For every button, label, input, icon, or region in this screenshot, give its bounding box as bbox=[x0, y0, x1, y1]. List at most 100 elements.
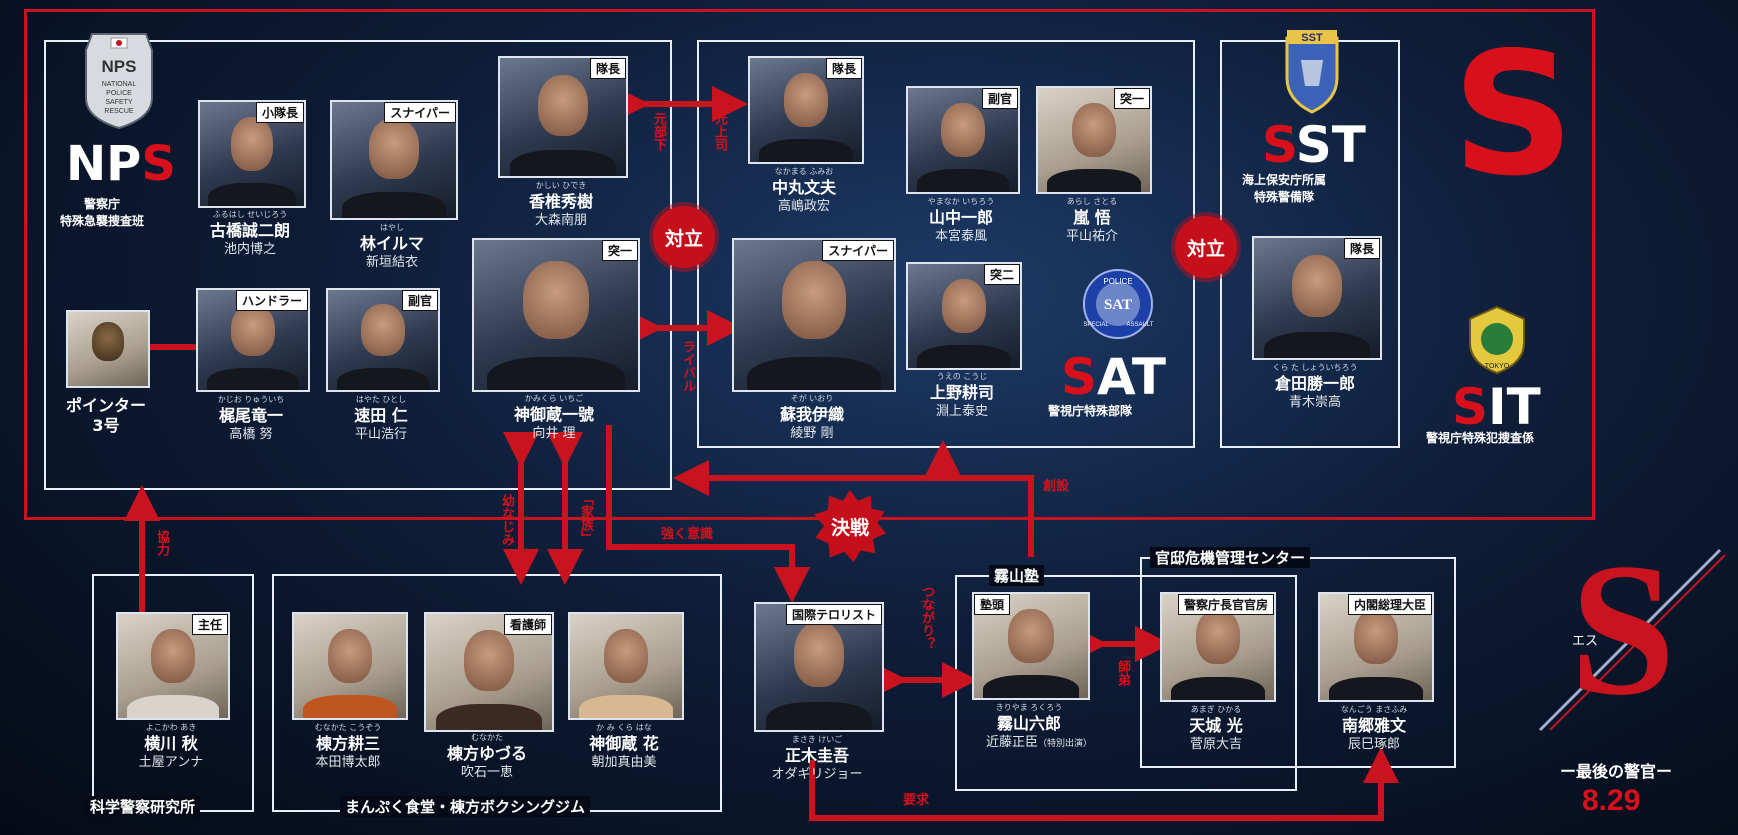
tag-kamikura: 突一 bbox=[601, 240, 638, 261]
svg-text:POLICE: POLICE bbox=[1103, 277, 1132, 286]
actor-nakamaru: 高嶋政宏 bbox=[777, 199, 831, 214]
release-date: 8.29 bbox=[1582, 784, 1641, 817]
portrait-hayata: 副官 bbox=[326, 288, 440, 392]
ruby-arashi: あらし さとる bbox=[1066, 197, 1118, 206]
ruby-kurata: くら た しょういちろう bbox=[1272, 363, 1358, 372]
name-yokokawa: 横川 秋 bbox=[144, 734, 198, 753]
sst-desc-1: 海上保安庁所属 bbox=[1242, 173, 1327, 187]
tairitsu-badge-sat-sst: 対立 bbox=[1175, 216, 1237, 278]
svg-text:SST: SST bbox=[1301, 32, 1323, 44]
sst-emblem: SST bbox=[1283, 28, 1341, 118]
name-nango: 南郷雅文 bbox=[1341, 716, 1407, 735]
nps-desc-1: 警察庁 bbox=[84, 197, 121, 211]
svg-text:SAT: SAT bbox=[1104, 297, 1132, 313]
tag-amagi: 警察庁長官官房 bbox=[1177, 594, 1274, 615]
portrait-kamikura-hana bbox=[568, 612, 684, 720]
name-arashi: 嵐 悟 bbox=[1073, 208, 1111, 227]
actor-kamikura: 向井 理 bbox=[532, 426, 576, 441]
portrait-masaki: 国際テロリスト bbox=[754, 602, 884, 732]
name-munakata-kozo: 棟方耕三 bbox=[315, 734, 381, 753]
tag-yamanaka: 副官 bbox=[981, 88, 1018, 109]
actor-amagi: 菅原大吉 bbox=[1189, 737, 1243, 752]
portrait-munakata-kozo bbox=[292, 612, 408, 720]
portrait-kajio: ハンドラー bbox=[196, 288, 310, 392]
portrait-soga: スナイパー bbox=[732, 238, 896, 392]
arrow-tsuyoku-ishiki bbox=[606, 425, 810, 603]
tag-kajio: ハンドラー bbox=[235, 290, 308, 311]
portrait-ueno: 突二 bbox=[906, 262, 1022, 370]
ruby-kamikura-hana: か み くら はな bbox=[596, 723, 652, 732]
portrait-yokokawa: 主任 bbox=[116, 612, 230, 720]
actor-kiriyama: 近藤正臣（特別出演） bbox=[986, 731, 1092, 750]
ruby-munakata-kozo: むなかた こうぞう bbox=[314, 723, 382, 732]
tag-furuhashi: 小隊長 bbox=[255, 102, 304, 123]
name-furuhashi: 古橋誠二朗 bbox=[209, 221, 291, 240]
actor-masaki: オダギリジョー bbox=[771, 767, 863, 782]
tag-kurata: 隊長 bbox=[1343, 238, 1380, 259]
sst-title: SST bbox=[1262, 118, 1366, 172]
nps-title: NPS bbox=[66, 138, 176, 190]
sit-title-white: IT bbox=[1488, 378, 1541, 436]
actor-yamanaka: 本宮泰風 bbox=[934, 229, 988, 244]
sit-title-red: S bbox=[1452, 378, 1489, 436]
tag-soga: スナイパー bbox=[822, 240, 894, 261]
label-kyouryoku: 協力 bbox=[154, 530, 169, 556]
svg-text:NPS: NPS bbox=[102, 57, 137, 76]
movie-subtitle: ー最後の警官ー bbox=[1560, 762, 1673, 781]
ruby-munakata-yuzuru: むなかた bbox=[471, 733, 503, 742]
kiriyama-group-label: 霧山塾 bbox=[989, 565, 1045, 586]
name-kashii: 香椎秀樹 bbox=[528, 192, 594, 211]
ruby-furuhashi: ふるはし せいじろう bbox=[212, 210, 288, 219]
name-munakata-yuzuru: 棟方ゆづる bbox=[446, 744, 528, 763]
sat-title-red: S bbox=[1061, 348, 1098, 406]
actor-kurata: 青木崇高 bbox=[1288, 395, 1342, 410]
sst-desc: 海上保安庁所属 特殊警備隊 bbox=[1242, 172, 1326, 206]
actor-arashi: 平山祐介 bbox=[1065, 229, 1119, 244]
label-kazoku: 「家族」 bbox=[578, 492, 593, 544]
nps-emblem: NPS NATIONAL POLICE SAFETY RESCUE bbox=[82, 28, 156, 136]
ruby-masaki: まさき けいご bbox=[791, 735, 843, 744]
portrait-nakamaru: 隊長 bbox=[748, 56, 864, 164]
actor-hayata: 平山浩行 bbox=[354, 427, 408, 442]
portrait-munakata-yuzuru: 看護師 bbox=[424, 612, 554, 732]
svg-text:SPECIAL: SPECIAL bbox=[1083, 322, 1109, 328]
portrait-arashi: 突一 bbox=[1036, 86, 1152, 194]
svg-text:POLICE: POLICE bbox=[106, 90, 132, 97]
name-hayashi: 林イルマ bbox=[359, 234, 425, 253]
tag-munakata-yuzuru: 看護師 bbox=[503, 614, 552, 635]
ruby-yamanaka: やまなか いちろう bbox=[927, 197, 995, 206]
actor-kashii: 大森南朋 bbox=[534, 213, 588, 228]
tag-nakamaru: 隊長 bbox=[825, 58, 862, 79]
ruby-kajio: かじお りゅういち bbox=[217, 395, 285, 404]
science-group-label: 科学警察研究所 bbox=[85, 796, 201, 817]
portrait-nango: 内閣総理大臣 bbox=[1318, 592, 1434, 702]
sat-title: SAT bbox=[1061, 350, 1166, 404]
ruby-hayashi: はやし bbox=[380, 223, 404, 232]
label-shitei: 師弟 bbox=[1115, 660, 1130, 686]
sst-desc-2: 特殊警備隊 bbox=[1254, 190, 1315, 204]
portrait-pointer bbox=[66, 310, 150, 388]
label-moto-joshi: 元上司 bbox=[712, 112, 727, 151]
portrait-kashii: 隊長 bbox=[498, 56, 628, 178]
actor-kajio: 高橋 努 bbox=[229, 427, 273, 442]
name-kamikura: 神御蔵一號 bbox=[513, 405, 595, 424]
actor-kiriyama-note: （特別出演） bbox=[1038, 739, 1093, 749]
portrait-kurata: 隊長 bbox=[1252, 236, 1382, 360]
label-tsuyoku-ishiki: 強く意識 bbox=[661, 527, 714, 542]
svg-text:ASSAULT: ASSAULT bbox=[1127, 322, 1154, 328]
ruby-kiriyama: きりやま ろくろう bbox=[995, 703, 1063, 712]
movie-logo: S エス ー最後の警官ー 8.29 bbox=[1520, 530, 1730, 830]
actor-hayashi: 新垣結衣 bbox=[365, 255, 419, 270]
nps-desc-2: 特殊急襲捜査班 bbox=[60, 214, 145, 228]
name-amagi: 天城 光 bbox=[1189, 716, 1243, 735]
label-sousetsu: 創設 bbox=[1043, 479, 1070, 494]
tag-masaki: 国際テロリスト bbox=[785, 604, 882, 625]
actor-munakata-kozo: 本田博太郎 bbox=[315, 755, 381, 770]
svg-text:RESCUE: RESCUE bbox=[104, 108, 134, 115]
big-s-letter: S bbox=[1452, 16, 1575, 214]
tag-hayata: 副官 bbox=[401, 290, 438, 311]
arrow-youkyuu bbox=[809, 747, 1399, 821]
svg-text:TOKYO: TOKYO bbox=[1485, 363, 1510, 370]
label-rival: ライバル bbox=[680, 340, 695, 392]
